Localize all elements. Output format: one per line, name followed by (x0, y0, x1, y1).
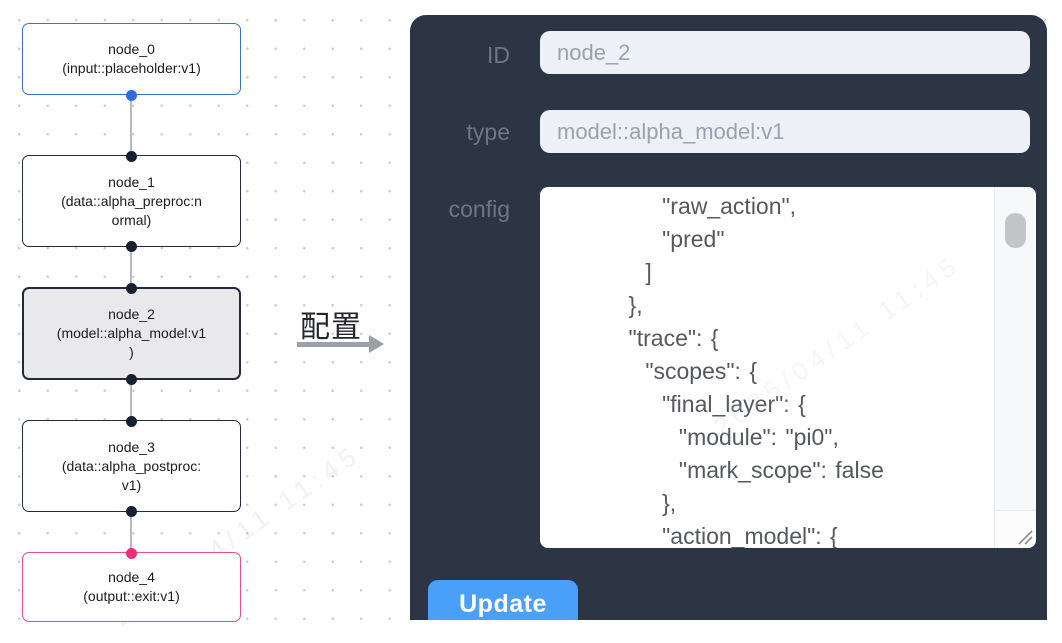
id-input[interactable] (540, 31, 1030, 74)
config-textarea[interactable]: "raw_action", "pred" ] }, "trace": { "sc… (540, 187, 1036, 548)
edge-node3-node4 (130, 511, 132, 553)
type-field-label: type (466, 119, 510, 145)
id-field-label: ID (487, 42, 510, 68)
node-title: node_0 (108, 41, 155, 57)
right-arrow-head-icon (369, 335, 384, 353)
edge-node2-node3 (130, 379, 132, 421)
node-node_4[interactable]: node_4 (output::exit:v1) (22, 552, 241, 622)
node-type-label: (data::alpha_postproc: (61, 457, 202, 474)
port-node_1-input[interactable] (125, 150, 137, 162)
config-scrollbar-thumb[interactable] (1005, 213, 1026, 248)
update-button[interactable]: Update (428, 580, 578, 620)
node-type-label: (input::placeholder:v1) (62, 60, 201, 76)
node-node_3[interactable]: node_3 (data::alpha_postproc: v1) (22, 420, 241, 512)
type-input[interactable] (540, 110, 1030, 153)
config-field-label: config (448, 196, 510, 222)
resize-grip-icon[interactable] (1015, 527, 1033, 545)
node-title: node_4 (108, 569, 155, 585)
edge-node1-node2 (130, 246, 132, 288)
node-type-label: v1) (121, 476, 142, 493)
node-config-panel: ID type config "raw_action", "pred" ] },… (410, 15, 1047, 620)
node-node_0[interactable]: node_0 (input::placeholder:v1) (22, 23, 241, 95)
port-node_1-output[interactable] (125, 240, 137, 252)
port-node_3-output[interactable] (125, 505, 137, 517)
port-node_2-input[interactable] (125, 282, 137, 294)
node-title: node_2 (108, 306, 155, 322)
port-node_3-input[interactable] (125, 415, 137, 427)
node-type-label: (model::alpha_model:v1 (56, 325, 207, 341)
right-arrow-icon (297, 342, 369, 347)
node-type-label: ) (129, 344, 134, 360)
port-node_4-input[interactable] (125, 547, 137, 559)
config-scrollbar-track[interactable] (994, 187, 1036, 510)
node-type-label: ormal) (111, 211, 152, 228)
port-node_2-output[interactable] (125, 373, 137, 385)
node-title: node_3 (108, 438, 155, 455)
node-type-label: (data::alpha_preproc:n (61, 192, 202, 209)
config-json-text: "raw_action", "pred" ] }, "trace": { "sc… (628, 193, 884, 548)
node-node_1[interactable]: node_1 (data::alpha_preproc:n ormal) (22, 155, 241, 247)
configure-annotation-label: 配置 (300, 311, 362, 344)
node-title: node_1 (108, 173, 155, 190)
port-node_0-output[interactable] (125, 89, 137, 101)
node-node_2-selected[interactable]: node_2 (model::alpha_model:v1 ) (22, 287, 241, 380)
node-type-label: (output::exit:v1) (83, 588, 180, 604)
config-scroll-corner (994, 510, 1036, 548)
edge-node0-node1 (130, 95, 132, 156)
